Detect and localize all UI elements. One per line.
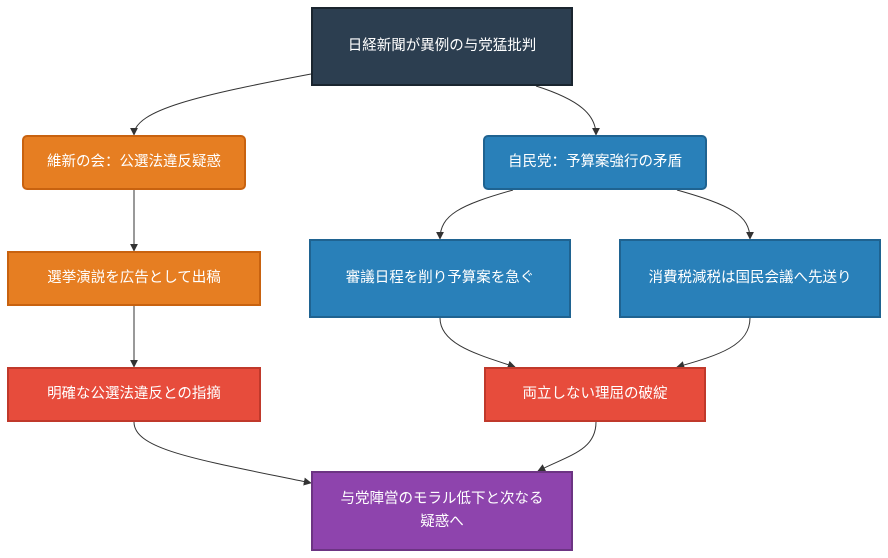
edge-jimin-tax xyxy=(676,189,754,240)
node-label: 自民党：予算案強行の矛盾 xyxy=(508,154,682,170)
node-clear-violation[interactable]: 明確な公選法違反との指摘 xyxy=(7,367,261,422)
node-ldp-contradiction[interactable]: 自民党：予算案強行の矛盾 xyxy=(483,135,707,190)
node-speech-as-ad[interactable]: 選挙演説を広告として出稿 xyxy=(7,251,261,306)
node-label: 両立しない理屈の破綻 xyxy=(522,386,668,402)
edge-logic-result xyxy=(537,421,597,472)
edge-root-ishin xyxy=(130,73,312,136)
node-logic-breakdown[interactable]: 両立しない理屈の破綻 xyxy=(484,367,706,422)
edge-violation-result xyxy=(133,421,312,486)
node-rush-budget[interactable]: 審議日程を削り予算案を急ぐ xyxy=(309,239,571,318)
node-label: 与党陣営のモラル低下と次なる疑惑へ xyxy=(340,491,544,530)
edge-tax-logic xyxy=(676,317,751,369)
node-label: 維新の会：公選法違反疑惑 xyxy=(47,154,221,170)
node-tax-postponed[interactable]: 消費税減税は国民会議へ先送り xyxy=(619,239,881,318)
node-label: 明確な公選法違反との指摘 xyxy=(47,386,221,402)
node-label: 日経新聞が異例の与党猛批判 xyxy=(347,38,537,54)
node-label: 消費税減税は国民会議へ先送り xyxy=(648,270,852,286)
node-label: 審議日程を削り予算案を急ぐ xyxy=(345,270,535,286)
node-ishin-suspicion[interactable]: 維新の会：公選法違反疑惑 xyxy=(22,135,246,190)
edge-shingi-logic xyxy=(439,317,516,369)
edge-root-jimin xyxy=(535,85,600,136)
node-moral-decline[interactable]: 与党陣営のモラル低下と次なる疑惑へ xyxy=(311,471,573,551)
edge-jimin-shingi xyxy=(436,189,514,240)
node-label: 選挙演説を広告として出稿 xyxy=(47,270,221,286)
node-nikkei-criticism[interactable]: 日経新聞が異例の与党猛批判 xyxy=(311,7,573,86)
